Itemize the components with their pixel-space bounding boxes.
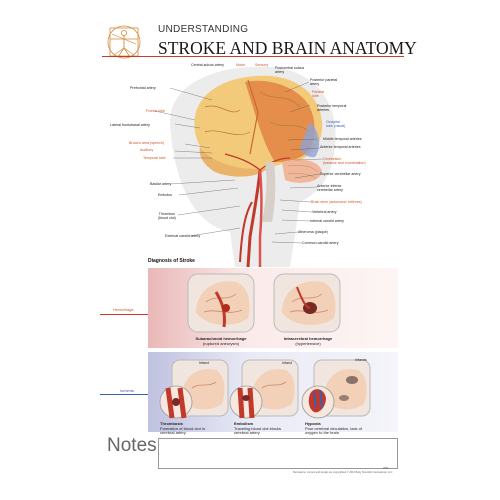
intracerebral-illustration	[273, 273, 341, 333]
intracerebral-caption: Intracerebral hemorrhage (hypertensive)	[270, 336, 346, 346]
intracerebral-title: Intracerebral hemorrhage	[283, 336, 333, 341]
label-vertebral: Vertebral artery	[312, 210, 337, 214]
footer-code: 9999	[383, 467, 389, 470]
header-subtitle: UNDERSTANDING	[158, 24, 249, 35]
footer-copyright: Illustrations, content and design are co…	[293, 471, 393, 474]
label-superior-cerebellar: Superior cerebellar artery	[320, 172, 361, 176]
label-postcentral-sulcus: Postcentral sulcus artery	[275, 66, 305, 75]
embolism-title: Embolism	[234, 421, 254, 426]
infarct-label-2: Infarct	[282, 361, 292, 365]
label-embolus: Embolus	[158, 193, 172, 197]
hypoxia-desc: Poor cerebral circulation, lack of oxyge…	[305, 425, 362, 436]
label-auditory: Auditory	[140, 148, 154, 152]
label-common-carotid: Common carotid artery	[302, 241, 339, 245]
label-middle-temporal: Middle temporal arteries	[323, 137, 362, 141]
thrombosis-title: Thrombosis	[160, 421, 183, 426]
hemorrhagic-label: Hemorrhagic	[113, 308, 134, 312]
embolism-caption: Embolism Traveling blood clot blocks cer…	[234, 421, 306, 436]
label-motor: Motor	[236, 63, 246, 67]
label-parietal-lobe: Parietal lobe	[312, 90, 325, 99]
hypoxia-illustration	[301, 359, 371, 419]
embolism-desc: Traveling blood clot blocks cerebral art…	[234, 425, 281, 436]
hypoxia-caption: Hypoxia Poor cerebral circulation, lack …	[305, 421, 387, 436]
label-anterior-inferior-cerebellar: Anterior inferior cerebellar artery	[317, 184, 343, 193]
ischemic-line	[100, 394, 148, 395]
label-cerebellum: Cerebellum (balance and coordination)	[323, 157, 366, 166]
label-atheroma: Atheroma (plaque)	[298, 230, 328, 234]
label-lateral-frontobasal: Lateral frontobasal artery	[110, 123, 150, 127]
label-sensory: Sensory	[255, 63, 269, 67]
diagnosis-title: Diagnosis of Stroke	[148, 258, 195, 264]
hemorrhagic-line	[100, 314, 148, 315]
notes-label: Notes:	[107, 435, 162, 456]
thrombosis-caption: Thrombosis Formation of blood clot in ce…	[160, 421, 230, 436]
subarachnoid-title: Subarachnoid hemorrhage	[195, 336, 247, 341]
label-brocas-area: Broca's area (speech)	[129, 141, 165, 145]
label-occipital-lobe: Occipital lobe (visual)	[326, 120, 346, 129]
thrombosis-desc: Formation of blood clot in cerebral arte…	[160, 425, 205, 436]
label-posterior-temporal: Posterior temporal arteries	[317, 104, 347, 113]
leader-lines	[154, 81, 324, 244]
label-temporal-lobe: Temporal lobe	[143, 156, 166, 160]
brain-anatomy-illustration	[170, 66, 336, 267]
page-title: STROKE AND BRAIN ANATOMY	[158, 38, 417, 58]
ischemic-label: Ischemic	[120, 389, 135, 393]
header-rule	[102, 56, 404, 57]
label-posterior-parietal: Posterior parietal artery	[310, 78, 338, 87]
notes-field[interactable]	[158, 438, 398, 469]
subarachnoid-desc: (ruptured aneurysm)	[202, 340, 240, 346]
label-brain-stem: Brain stem (autonomic reflexes)	[311, 200, 362, 204]
infarct-label-1: Infarct	[199, 361, 209, 365]
subarachnoid-caption: Subarachnoid hemorrhage (ruptured aneury…	[183, 336, 259, 346]
infarcts-label: Infarcts	[355, 358, 367, 362]
embolism-illustration	[229, 359, 299, 419]
label-prefrontal: Prefrontal artery	[130, 86, 156, 90]
thrombosis-illustration	[159, 359, 229, 419]
label-thrombus: Thrombus (blood clot)	[158, 212, 176, 221]
label-internal-carotid: Internal carotid artery	[310, 219, 344, 223]
label-external-carotid: External carotid artery	[165, 234, 201, 238]
hypoxia-title: Hypoxia	[305, 421, 321, 426]
label-basilar: Basilar artery	[150, 182, 172, 186]
intracerebral-desc: (hypertensive)	[295, 340, 321, 346]
subarachnoid-illustration	[187, 273, 255, 333]
label-anterior-temporal: Anterior temporal arteries	[320, 145, 361, 149]
label-central-sulcus: Central sulcus artery	[191, 63, 224, 67]
